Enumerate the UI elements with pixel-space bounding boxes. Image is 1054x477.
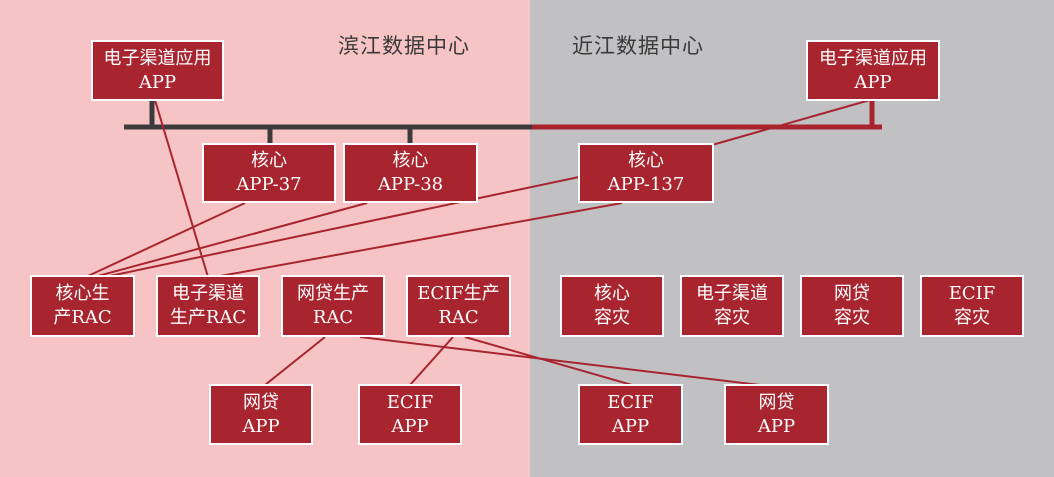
ecif-dr-node[interactable]: ECIF 容灾 bbox=[920, 275, 1024, 337]
node-label-line2: RAC bbox=[438, 307, 479, 328]
node-label-line2: APP bbox=[854, 71, 892, 93]
binjiang-datacenter-title: 滨江数据中心 bbox=[338, 34, 470, 58]
node-label-line1: ECIF bbox=[948, 283, 996, 304]
node-label-line2: 生产RAC bbox=[169, 307, 247, 328]
wire-channel-app-left-to-channel-rac bbox=[154, 99, 209, 278]
node-label-line1: 核心生 bbox=[55, 283, 110, 304]
channel-app-left-node[interactable]: 电子渠道应用 APP bbox=[91, 40, 224, 101]
wire-core-app-37-to-core-rac bbox=[87, 202, 246, 277]
node-label-line2: APP bbox=[757, 415, 796, 437]
node-label-line1: 网贷 bbox=[758, 391, 795, 413]
node-label-line1: 电子渠道 bbox=[696, 283, 768, 304]
wire-core-app-137-to-channel-rac bbox=[214, 202, 623, 278]
node-label-line2: APP-137 bbox=[607, 174, 685, 195]
node-label-line2: 产RAC bbox=[53, 307, 112, 328]
node-label-line1: 核心 bbox=[251, 150, 287, 171]
wire-ecif-rac-to-ecif-app-right bbox=[464, 336, 633, 386]
channel-rac-node[interactable]: 电子渠道 生产RAC bbox=[156, 275, 260, 337]
core-app-38-node[interactable]: 核心 APP-38 bbox=[343, 143, 478, 203]
node-label-line1: 电子渠道应用 bbox=[103, 47, 212, 69]
wire-loan-rac-to-loan-app-left bbox=[264, 336, 326, 386]
node-label-line1: ECIF bbox=[607, 391, 654, 413]
node-label-line2: APP bbox=[242, 415, 280, 437]
node-label-line1: 网贷 bbox=[834, 283, 870, 304]
node-label-line1: 核心 bbox=[594, 283, 630, 304]
loan-app-left-node[interactable]: 网贷 APP bbox=[209, 384, 313, 445]
wire-loan-rac-to-loan-app-right bbox=[359, 336, 761, 386]
ecif-app-right-node[interactable]: ECIF APP bbox=[578, 384, 683, 445]
node-label-line1: 网贷 bbox=[243, 391, 279, 413]
jinjiang-datacenter-title: 近江数据中心 bbox=[572, 34, 704, 58]
node-label-line1: ECIF生产 bbox=[417, 283, 500, 304]
wire-channel-app-right-to-core-app-137 bbox=[711, 99, 871, 146]
node-label-line2: 容灾 bbox=[714, 307, 750, 328]
node-label-line1: 电子渠道应用 bbox=[819, 47, 927, 69]
node-label-line2: APP-38 bbox=[377, 174, 444, 195]
channel-dr-node[interactable]: 电子渠道 容灾 bbox=[680, 275, 784, 337]
node-label-line2: 容灾 bbox=[834, 307, 870, 328]
core-rac-node[interactable]: 核心生 产RAC bbox=[30, 275, 135, 337]
core-app-37-node[interactable]: 核心 APP-37 bbox=[202, 143, 336, 203]
node-label-line1: 电子渠道 bbox=[172, 283, 244, 304]
loan-dr-node[interactable]: 网贷 容灾 bbox=[800, 275, 904, 337]
node-label-line2: 容灾 bbox=[594, 307, 630, 328]
node-label-line2: APP bbox=[391, 415, 429, 437]
node-label-line1: ECIF bbox=[386, 391, 434, 413]
core-app-137-node[interactable]: 核心 APP-137 bbox=[578, 143, 714, 203]
loan-app-right-node[interactable]: 网贷 APP bbox=[724, 384, 829, 445]
node-label-line1: 核心 bbox=[392, 150, 429, 171]
node-label-line1: 网贷生产 bbox=[297, 283, 369, 304]
node-label-line1: 核心 bbox=[628, 150, 664, 171]
node-label-line2: APP bbox=[138, 71, 177, 93]
node-label-line2: APP bbox=[611, 415, 650, 437]
core-dr-node[interactable]: 核心 容灾 bbox=[560, 275, 664, 337]
ecif-rac-node[interactable]: ECIF生产 RAC bbox=[406, 275, 511, 337]
wire-ecif-rac-to-ecif-app-left bbox=[409, 336, 454, 386]
ecif-app-left-node[interactable]: ECIF APP bbox=[358, 384, 462, 445]
node-label-line2: APP-37 bbox=[236, 174, 302, 195]
wire-core-app-38-to-core-rac bbox=[97, 202, 368, 277]
channel-app-right-node[interactable]: 电子渠道应用 APP bbox=[806, 40, 940, 101]
wire-core-app-137-to-core-rac bbox=[109, 176, 580, 277]
loan-rac-node[interactable]: 网贷生产 RAC bbox=[281, 275, 385, 337]
node-label-line2: 容灾 bbox=[954, 307, 990, 328]
node-label-line2: RAC bbox=[312, 307, 354, 328]
